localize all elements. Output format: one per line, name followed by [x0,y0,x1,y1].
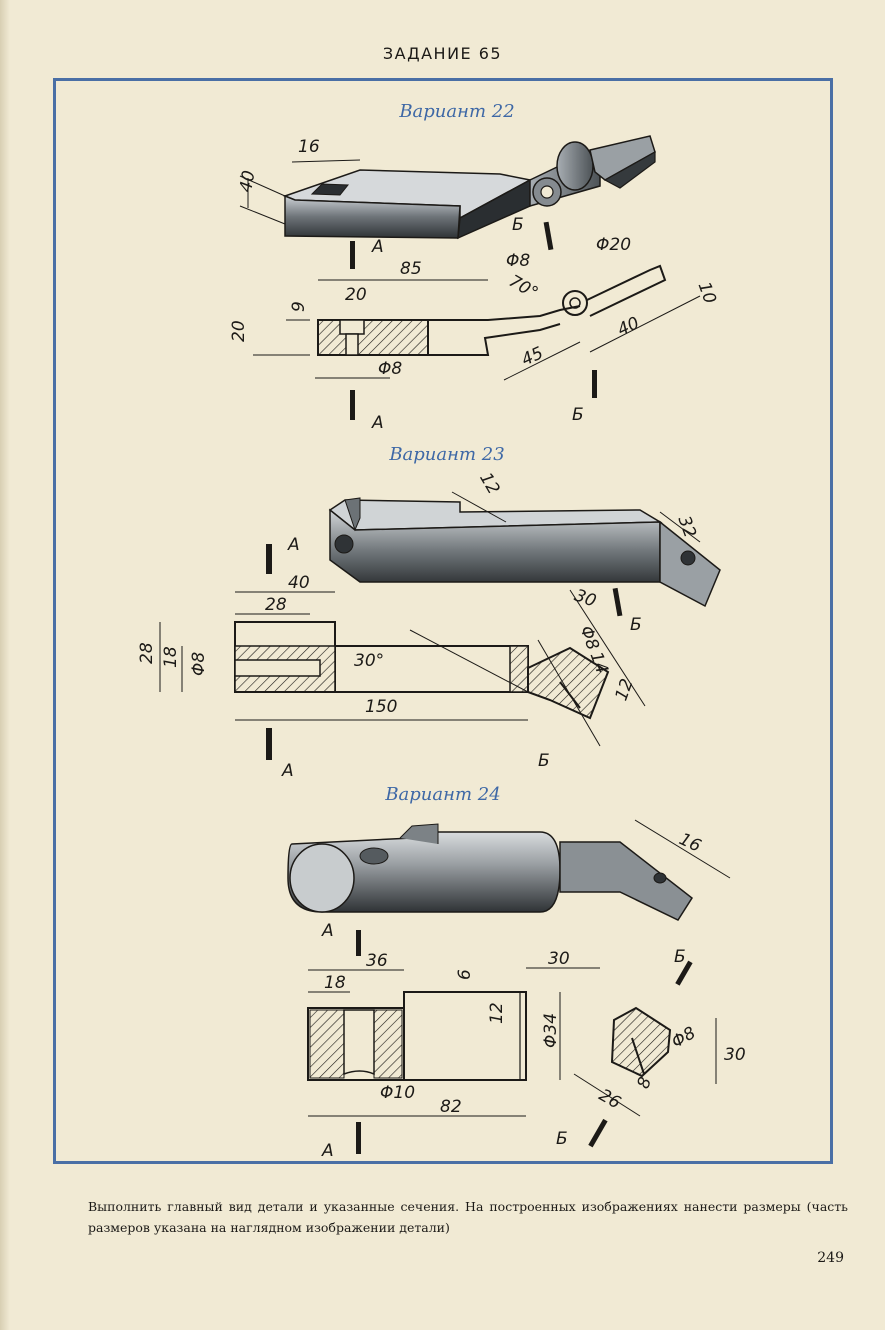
section-label-a-bottom: А [371,413,384,433]
page-number: 249 [817,1250,844,1266]
section-label-b-top: Б [674,947,686,967]
dim-9: 9 [289,301,309,312]
dim-6: 6 [455,969,475,980]
section-label-b-bottom: Б [538,751,550,771]
dim-30deg: 30° [354,651,384,671]
dim-45: 45 [519,343,547,370]
dim-26: 26 [595,1085,624,1113]
dim-150: 150 [365,697,397,717]
dim-d34: Φ34 [541,1013,561,1048]
dim-d8-b: Φ8 [576,623,603,653]
dim-85: 85 [400,259,422,279]
dim-d8-side: Φ8 [189,652,209,676]
task-caption: Выполнить главный вид детали и указанные… [88,1199,848,1235]
variant-23-iso-part [328,497,721,608]
section-mark-a-bottom [266,728,272,760]
variant-24-drawing: 16 А А Б Б 36 18 6 12 30 Φ34 Φ10 82 Φ8 3… [60,812,820,1162]
section-label-a-top: А [287,535,300,555]
dim-36: 36 [366,951,388,971]
dim-10: 10 [694,279,720,306]
section-label-b-bottom: Б [556,1129,568,1149]
dim-28-side: 28 [137,642,157,664]
section-label-a-top: А [371,237,384,257]
section-mark-b-top [612,587,623,617]
dim-40-b: 40 [615,313,643,340]
dim-d8-b: Φ8 [668,1023,699,1053]
dim-18: 18 [324,973,346,993]
dim-16-iso: 16 [676,829,704,856]
variant-24-iso-part [287,823,693,921]
variant-22-main-view [253,264,667,356]
section-mark-a-bottom [350,390,355,420]
page-binding-shadow [0,0,10,1330]
variant-24-label: Вариант 24 [385,784,501,805]
dim-d20: Φ20 [596,235,631,255]
dim-70deg: 70° [505,271,541,303]
dim-8: 8 [633,1074,656,1091]
dim-28-top: 28 [265,595,287,615]
section-label-a-bottom: А [321,1141,334,1161]
dim-12: 12 [611,676,637,703]
dim-20: 20 [229,320,249,342]
section-label-a-bottom: А [281,761,294,781]
variant-22-iso-part [239,135,656,240]
dim-40: 40 [236,169,259,194]
section-mark-a-top [350,241,355,269]
variant-22-drawing: 16 40 А А Б Б 85 20 9 20 Φ8 Φ8 Φ20 10 70… [60,128,820,438]
dim-d8-b: Φ8 [506,251,530,271]
variant-22-label: Вариант 22 [399,101,515,122]
section-mark-a-bottom [356,1122,361,1154]
dim-12: 12 [487,1002,507,1024]
dim-18: 18 [161,646,181,668]
section-mark-b-bottom [588,1118,608,1148]
variant-24-main-view [307,991,672,1081]
dim-d8-main: Φ8 [378,359,402,379]
section-label-b-top: Б [512,215,524,235]
drawing-frame [53,78,833,1164]
section-label-a-top: А [321,921,334,941]
section-mark-b-bottom [592,370,597,398]
dim-82: 82 [440,1097,462,1117]
variant-23-label: Вариант 23 [389,444,505,465]
dim-16: 16 [298,137,320,157]
task-title: ЗАДАНИЕ 65 [382,44,503,63]
dim-d10: Φ10 [380,1083,415,1103]
section-mark-a-top [356,930,361,956]
dim-40: 40 [288,573,310,593]
dim-12-iso: 12 [475,470,503,498]
section-mark-b-top [543,221,554,251]
dim-30-b: 30 [724,1045,746,1065]
section-label-b-top: Б [630,615,642,635]
section-label-b-bottom: Б [572,405,584,425]
dim-30: 30 [548,949,570,969]
dim-square-20: 20 [345,285,367,305]
section-mark-a-top [266,544,272,574]
section-mark-b-top [675,960,693,986]
variant-23-drawing: 12 32 А А Б Б 40 28 28 18 Φ8 30° 150 30 … [60,470,820,790]
variant-23-main-view [234,621,610,720]
